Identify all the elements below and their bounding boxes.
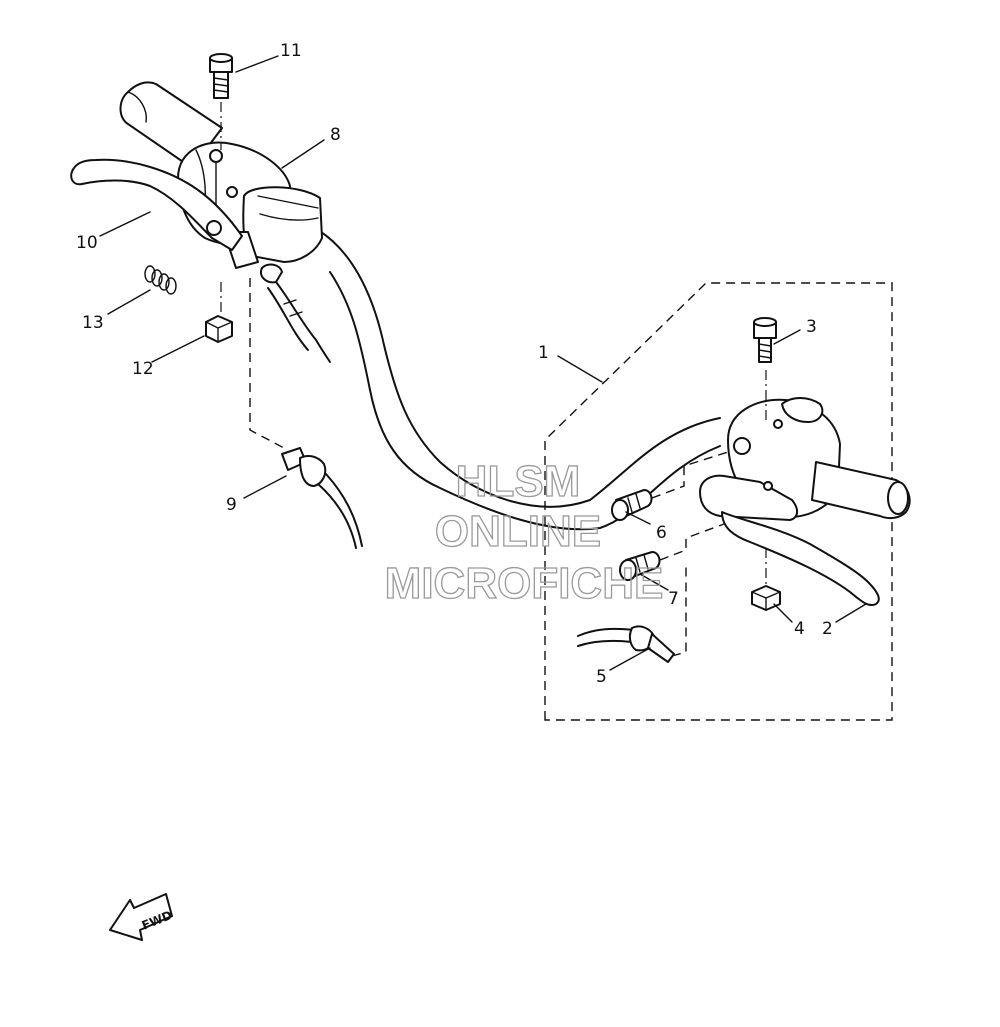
- fwd-badge: FWD: [109, 893, 174, 941]
- bolt-3: [753, 317, 777, 363]
- callout-1: 1: [538, 343, 549, 363]
- cable-end-9: [281, 447, 363, 549]
- bolt-11: [209, 53, 233, 150]
- callout-labels: 11 8 10 13 12 9 1 3 6 7 5 4 2: [76, 41, 833, 687]
- callout-13: 13: [82, 313, 104, 333]
- watermark: HLSM ONLINE MICROFICHE: [384, 456, 664, 608]
- callout-11: 11: [280, 41, 302, 61]
- screw-6: [611, 451, 729, 521]
- spring-13: [144, 265, 177, 295]
- screw-7: [619, 523, 725, 581]
- right-lever: [699, 474, 880, 606]
- right-grip: [811, 461, 911, 520]
- callout-4: 4: [794, 619, 805, 639]
- callout-7: 7: [668, 589, 679, 609]
- master-cylinder: [177, 141, 331, 363]
- callout-12: 12: [132, 359, 154, 379]
- left-lever: [70, 158, 243, 251]
- nut-12: [205, 282, 233, 343]
- cable-end-5: [577, 562, 687, 663]
- watermark-line-3: MICROFICHE: [385, 559, 664, 608]
- alignment-line-left: [249, 278, 285, 449]
- nut-4: [751, 548, 781, 611]
- callout-3: 3: [806, 317, 817, 337]
- leader-lines: [99, 55, 867, 671]
- callout-10: 10: [76, 233, 98, 253]
- callout-8: 8: [330, 125, 341, 145]
- forward-arrow-icon: [109, 893, 173, 941]
- assembly-box-1: [544, 282, 893, 721]
- callout-2: 2: [822, 619, 833, 639]
- callout-9: 9: [226, 495, 237, 515]
- callout-5: 5: [596, 667, 607, 687]
- watermark-line-2: ONLINE: [435, 507, 601, 556]
- callout-6: 6: [656, 523, 667, 543]
- watermark-line-1: HLSM: [456, 457, 581, 506]
